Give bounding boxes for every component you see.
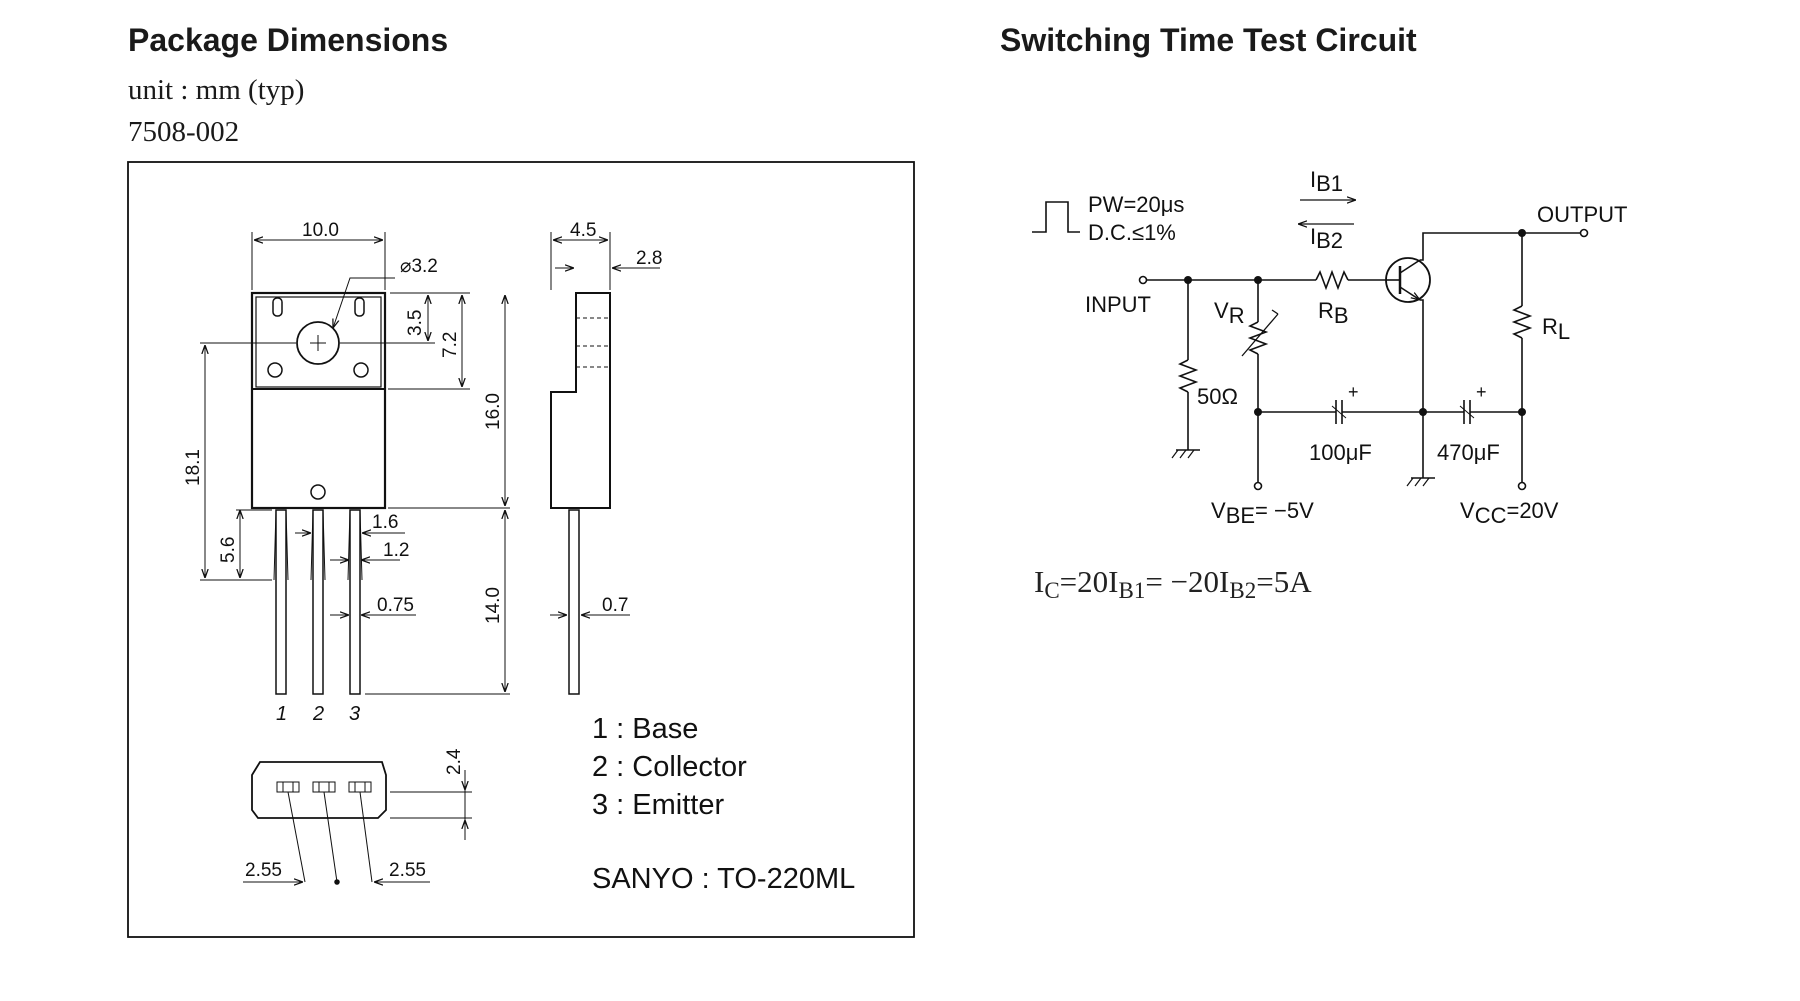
current-formula: IC=20IB1= −20IB2=5A — [1034, 564, 1312, 603]
mounting-hole — [296, 321, 340, 365]
front-view — [250, 291, 387, 695]
pin-name-emitter: 3 : Emitter — [592, 789, 724, 821]
dim-width: 10.0 — [302, 220, 339, 241]
package-code: 7508-002 — [128, 116, 240, 148]
dim-body-height: 16.0 — [483, 393, 504, 430]
pin-name-collector: 2 : Collector — [592, 751, 747, 783]
ib1-label: IB1 — [1310, 167, 1343, 196]
duty-cycle: D.C.≤1% — [1088, 220, 1176, 245]
c2-label: 470μF — [1437, 440, 1500, 465]
drawing-frame — [127, 161, 915, 938]
package-dimension-labels: 10.0 ⌀3.2 4.5 2.8 3.5 7.2 16.0 18.1 5.6 … — [183, 220, 662, 881]
pin-legend: 1 : Base 2 : Collector 3 : Emitter SANYO… — [592, 713, 855, 895]
package-dimensions-title: Package Dimensions — [128, 22, 449, 58]
output-label: OUTPUT — [1537, 202, 1627, 227]
pin-number-3: 3 — [349, 703, 360, 725]
dim-lead-width: 1.2 — [383, 540, 409, 561]
vbe-label: VBE= −5V — [1211, 498, 1314, 528]
dim-depth: 4.5 — [570, 220, 596, 241]
package-drawing — [127, 161, 915, 938]
dim-spacing-right: 2.55 — [389, 860, 426, 881]
leads — [273, 509, 363, 695]
c1-label: 100μF — [1309, 440, 1372, 465]
dim-pitch: 1.6 — [372, 512, 398, 533]
vr-label: VR — [1214, 298, 1245, 328]
dim-lead-side: 0.7 — [602, 595, 628, 616]
dim-tab: 2.8 — [636, 248, 662, 269]
c1-plus: + — [1348, 382, 1359, 402]
bottom-view — [251, 761, 387, 885]
dim-lead-height: 5.6 — [218, 537, 239, 563]
dim-lead-length: 14.0 — [483, 587, 504, 624]
pulse-icon — [1032, 201, 1080, 233]
dim-hole-pos: 3.5 — [405, 310, 426, 336]
dim-upper: 7.2 — [440, 332, 461, 358]
side-view — [550, 292, 611, 695]
dim-hole-diameter: ⌀3.2 — [400, 256, 438, 277]
dim-overall: 18.1 — [183, 449, 204, 486]
vcc-label: VCC=20V — [1460, 498, 1559, 528]
package-name: SANYO : TO-220ML — [592, 863, 855, 895]
r50-label: 50Ω — [1197, 384, 1238, 409]
dim-lead-thickness: 0.75 — [377, 595, 414, 616]
pin-name-base: 1 : Base — [592, 713, 698, 745]
test-circuit — [1032, 200, 1589, 491]
dim-bottom-height: 2.4 — [444, 748, 465, 775]
rl-label: RL — [1542, 314, 1570, 344]
ib2-label: IB2 — [1310, 224, 1343, 253]
c2-plus: + — [1476, 382, 1487, 402]
switching-circuit-title: Switching Time Test Circuit — [1000, 22, 1417, 58]
pulse-width: PW=20μs — [1088, 192, 1184, 217]
rb-label: RB — [1318, 298, 1349, 328]
circuit-labels: PW=20μs D.C.≤1% IB1 IB2 INPUT OUTPUT VR … — [1034, 167, 1627, 603]
input-label: INPUT — [1085, 292, 1151, 317]
dim-spacing-left: 2.55 — [245, 860, 282, 881]
unit-label: unit : mm (typ) — [128, 74, 305, 106]
pin-number-2: 2 — [312, 703, 324, 725]
pin-number-1: 1 — [276, 703, 287, 725]
